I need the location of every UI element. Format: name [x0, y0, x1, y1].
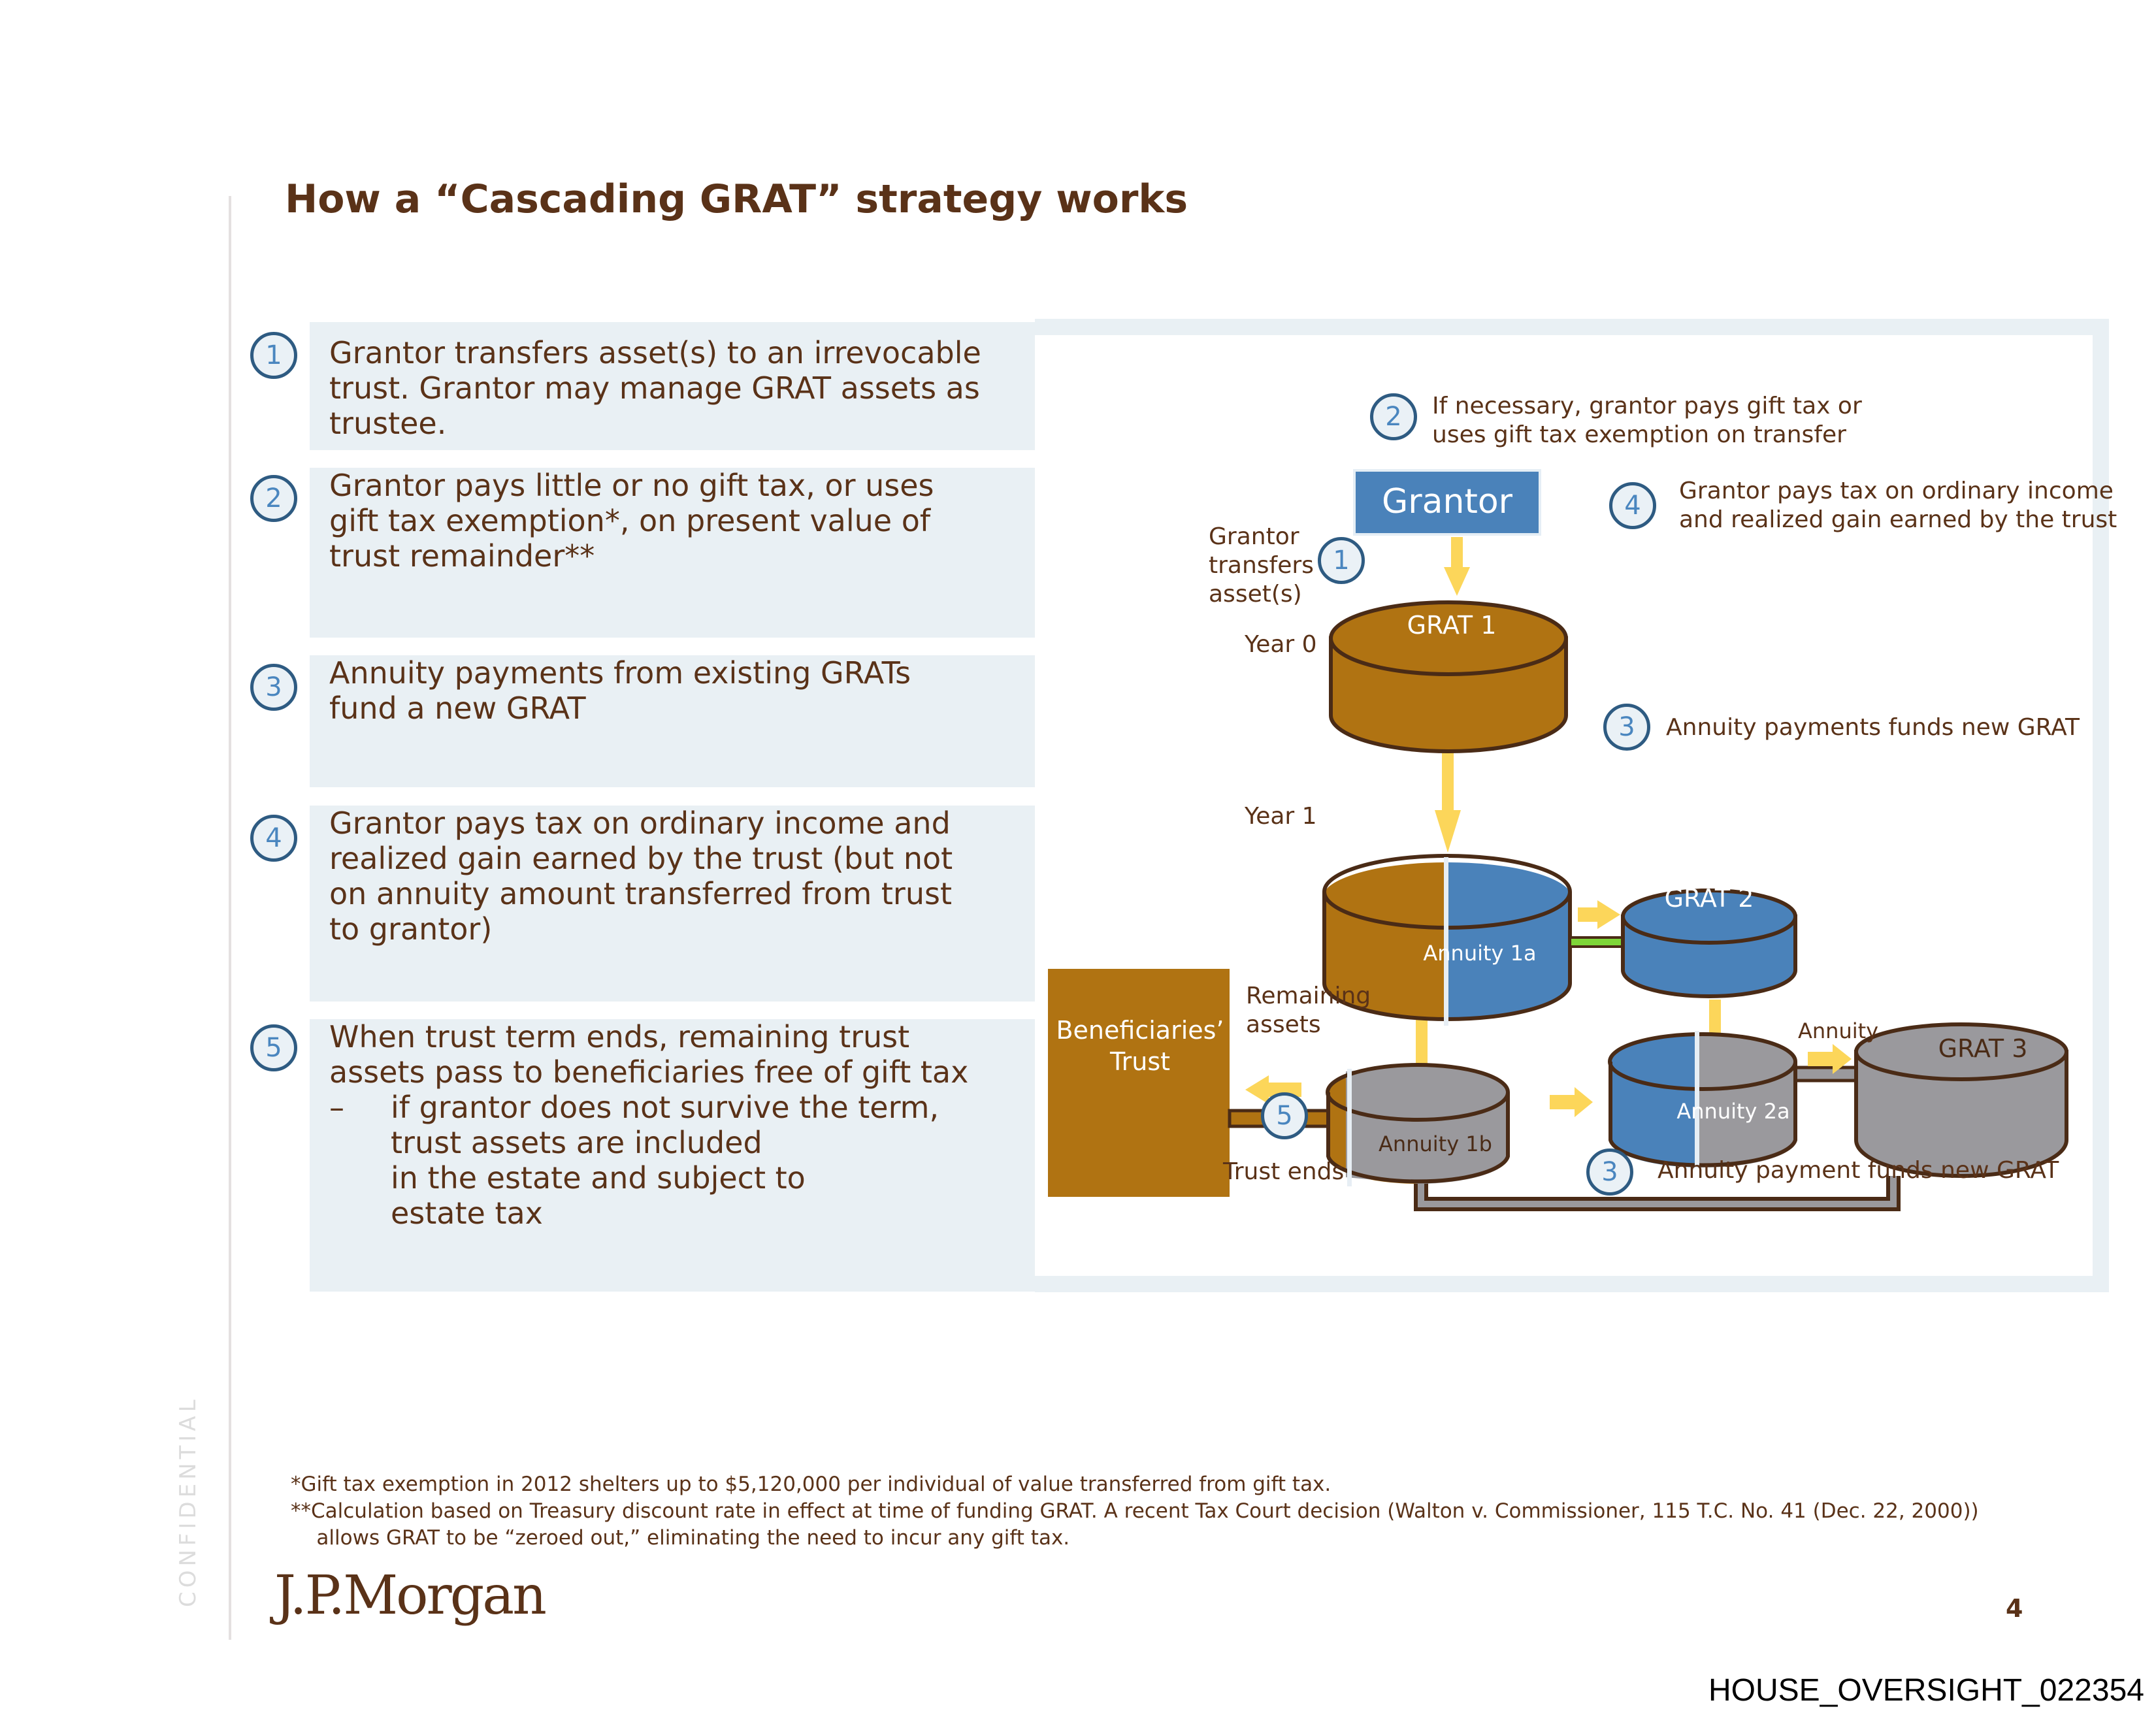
callout-line: transfers — [1209, 552, 1314, 579]
sub-bullet-line: estate tax — [391, 1196, 543, 1231]
beneficiaries-label-line2: Trust — [1109, 1047, 1170, 1076]
connector-year1-grat2 — [1569, 936, 1625, 948]
step-line: gift tax exemption*, on present value of — [329, 503, 931, 538]
footnote-2: **Calculation based on Treasury discount… — [291, 1499, 1979, 1523]
step-line: Grantor pays tax on ordinary income and — [329, 806, 951, 841]
step-badge-1: 1 — [250, 332, 297, 379]
callout-line: Grantor — [1209, 523, 1299, 550]
annuity-arrow-label: Annuity — [1798, 1018, 1879, 1043]
document-id: HOUSE_OVERSIGHT_022354 — [1708, 1673, 2144, 1708]
grantor-box-label: Grantor — [1382, 482, 1513, 521]
step-line: on annuity amount transferred from trust — [329, 876, 952, 911]
callout-line: If necessary, grantor pays gift tax or — [1432, 393, 1862, 419]
cylinder-annuity2a — [1608, 1031, 1797, 1168]
step-line: fund a new GRAT — [329, 691, 586, 726]
remaining-assets-line: Remaining — [1246, 983, 1371, 1009]
step-line: Annuity payments from existing GRATs — [329, 655, 911, 691]
connector-annuity2a-grat3 — [1793, 1066, 1859, 1083]
callout-2-badge: 2 — [1370, 393, 1417, 440]
arrow-annuity1a-to-grat2 — [1578, 900, 1620, 929]
callout-3-bottom-badge: 3 — [1586, 1149, 1633, 1196]
callout-4-text: Grantor pays tax on ordinary income and … — [1679, 477, 2117, 534]
page-title: How a “Cascading GRAT” strategy works — [285, 176, 1188, 222]
sub-bullet: – if grantor does not survive the term, … — [329, 1090, 968, 1231]
step-box-2: Grantor pays little or no gift tax, or u… — [310, 468, 1035, 638]
sub-bullet-line: trust assets are included — [391, 1125, 762, 1160]
annuity-1a-label: Annuity 1a — [1423, 941, 1536, 966]
step-line: Grantor transfers asset(s) to an irrevoc… — [329, 335, 981, 370]
step-text-3: Annuity payments from existing GRATs fun… — [329, 655, 911, 726]
connector-annuity1b-to-grat3 — [1418, 1176, 1897, 1207]
callout-line: asset(s) — [1209, 581, 1302, 608]
year1-label: Year 1 — [1245, 803, 1317, 830]
callout-4-badge: 4 — [1609, 482, 1656, 529]
cylinder-year1-grat1-annuity1a — [1322, 854, 1572, 1026]
grantor-box — [1353, 469, 1541, 536]
remaining-assets-label: Remaining assets — [1246, 982, 1371, 1039]
jpmorgan-logo: J.P.Morgan — [274, 1565, 547, 1627]
step-badge-4: 4 — [250, 815, 297, 862]
step-line: assets pass to beneficiaries free of gif… — [329, 1054, 969, 1090]
cylinder-grat2 — [1621, 888, 1797, 998]
beneficiaries-trust-box — [1048, 969, 1230, 1197]
callout-3-top-text: Annuity payments funds new GRAT — [1666, 714, 2080, 741]
step-text-2: Grantor pays little or no gift tax, or u… — [329, 468, 934, 574]
grat1-label: GRAT 1 — [1407, 611, 1497, 640]
cylinder-grat1 — [1329, 600, 1568, 753]
grat3-label: GRAT 3 — [1938, 1034, 2028, 1063]
callout-3-top-badge: 3 — [1603, 704, 1650, 751]
step-box-1: Grantor transfers asset(s) to an irrevoc… — [310, 322, 1035, 450]
arrow-annuity1b-to-annuity2a — [1550, 1087, 1593, 1117]
remaining-assets-line: assets — [1246, 1011, 1321, 1038]
step-line: trust remainder** — [329, 538, 595, 574]
step-line: When trust term ends, remaining trust — [329, 1019, 910, 1054]
step-line: realized gain earned by the trust (but n… — [329, 841, 953, 876]
callout-1-text: Grantor transfers asset(s) — [1209, 523, 1314, 609]
year0-label: Year 0 — [1245, 631, 1317, 658]
grat2-label: GRAT 2 — [1665, 884, 1754, 913]
step-line: to grantor) — [329, 911, 493, 947]
callout-line: uses gift tax exemption on transfer — [1432, 421, 1846, 448]
footnote-1: *Gift tax exemption in 2012 shelters up … — [291, 1473, 1331, 1496]
step-text-1: Grantor transfers asset(s) to an irrevoc… — [329, 335, 981, 441]
step-line: trustee. — [329, 406, 447, 441]
callout-5-badge: 5 — [1261, 1092, 1308, 1139]
callout-2-text: If necessary, grantor pays gift tax or u… — [1432, 392, 1862, 449]
step-text-4: Grantor pays tax on ordinary income and … — [329, 806, 953, 947]
callout-5-text: Trust ends — [1223, 1158, 1345, 1185]
footnote-2-continued: allows GRAT to be “zeroed out,” eliminat… — [291, 1526, 1070, 1550]
callout-1-badge: 1 — [1318, 537, 1365, 584]
annuity-2a-label: Annuity 2a — [1676, 1099, 1789, 1124]
step-box-3: Annuity payments from existing GRATs fun… — [310, 655, 1035, 787]
step-box-4: Grantor pays tax on ordinary income and … — [310, 806, 1035, 1002]
page-number: 4 — [2006, 1594, 2023, 1623]
cylinder-grat3 — [1854, 1022, 2068, 1178]
step-badge-2: 2 — [250, 475, 297, 522]
step-box-5: When trust term ends, remaining trust as… — [310, 1019, 1035, 1292]
beneficiaries-label-line1: Beneficiaries’ — [1056, 1016, 1224, 1045]
step-text-5: When trust term ends, remaining trust as… — [329, 1019, 968, 1231]
arrow-grantor-to-grat1 — [1444, 537, 1470, 596]
arrow-grat1-to-year1 — [1435, 751, 1461, 853]
cylinder-annuity1b — [1326, 1063, 1510, 1186]
annuity-1b-label: Annuity 1b — [1379, 1132, 1492, 1156]
sub-bullet-line: in the estate and subject to — [391, 1160, 806, 1196]
sub-bullet-line: if grantor does not survive the term, — [391, 1090, 939, 1125]
callout-line: Grantor pays tax on ordinary income — [1679, 478, 2114, 504]
step-badge-3: 3 — [250, 664, 297, 711]
callout-3-bottom-text: Annuity payment funds new GRAT — [1658, 1157, 2059, 1184]
footnotes: *Gift tax exemption in 2012 shelters up … — [291, 1471, 1979, 1552]
step-line: trust. Grantor may manage GRAT assets as — [329, 370, 980, 406]
step-line: Grantor pays little or no gift tax, or u… — [329, 468, 934, 503]
callout-line: and realized gain earned by the trust — [1679, 506, 2117, 533]
step-badge-5: 5 — [250, 1024, 297, 1071]
left-margin-rule — [229, 196, 231, 1640]
arrow-annuity2a-to-grat3 — [1808, 1044, 1852, 1074]
dash-bullet: – — [329, 1090, 344, 1125]
